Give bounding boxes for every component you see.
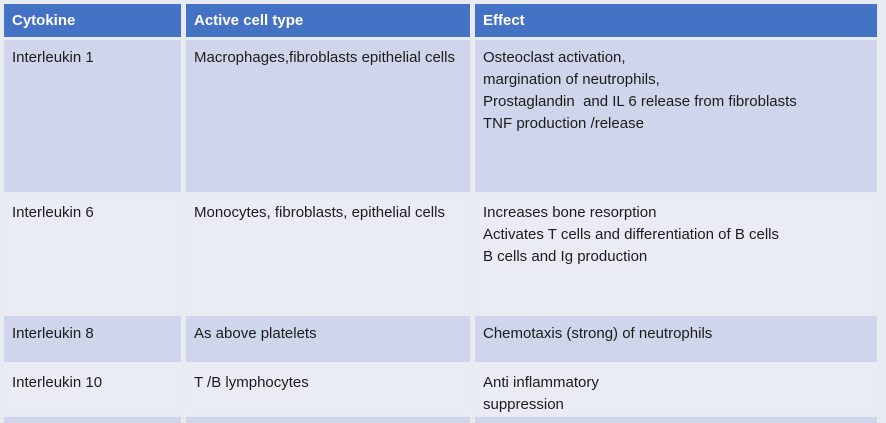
- cell-effect-row5: [475, 417, 877, 423]
- cell-effect-row3: Chemotaxis (strong) of neutrophils: [475, 316, 877, 362]
- cell-cytokine-row1: Interleukin 1: [4, 40, 181, 192]
- cell-cytokine-row4: Interleukin 10: [4, 365, 181, 414]
- cell-active-cell-type-row1: Macrophages,fibroblasts epithelial cells: [186, 40, 470, 192]
- cell-active-cell-type-row2: Monocytes, fibroblasts, epithelial cells: [186, 195, 470, 313]
- cell-cytokine-row2: Interleukin 6: [4, 195, 181, 313]
- column-header-cytokine: Cytokine: [4, 4, 181, 37]
- cytokine-table: Cytokine Active cell type Effect Interle…: [4, 4, 877, 423]
- cell-active-cell-type-row3: As above platelets: [186, 316, 470, 362]
- cell-cytokine-row5: [4, 417, 181, 423]
- cell-active-cell-type-row5: [186, 417, 470, 423]
- cell-cytokine-row3: Interleukin 8: [4, 316, 181, 362]
- column-header-active-cell-type: Active cell type: [186, 4, 470, 37]
- column-header-effect: Effect: [475, 4, 877, 37]
- cell-effect-row1: Osteoclast activation, margination of ne…: [475, 40, 877, 192]
- cell-active-cell-type-row4: T /B lymphocytes: [186, 365, 470, 414]
- cell-effect-row2: Increases bone resorption Activates T ce…: [475, 195, 877, 313]
- cell-effect-row4: Anti inflammatory suppression: [475, 365, 877, 414]
